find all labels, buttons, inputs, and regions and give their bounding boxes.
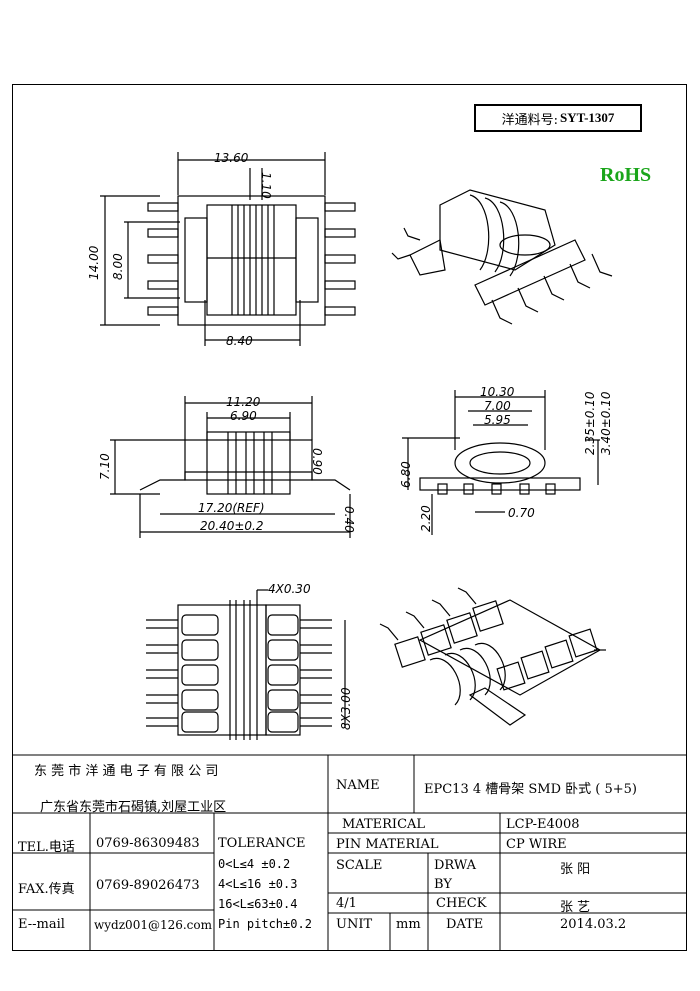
dim-bot-slot: 4X0.30 <box>268 582 311 596</box>
email-value: wydz001@126.com <box>94 918 213 932</box>
dim-top-gap: 1.10 <box>259 172 273 199</box>
company-name: 东 莞 市 洋 通 电 子 有 限 公 司 <box>34 764 219 779</box>
dim-end-w3: 5.95 <box>484 413 511 427</box>
fax-value: 0769-89026473 <box>96 878 200 893</box>
dim-end-pin: 2.20 <box>419 505 433 532</box>
end-view: 10.30 7.00 5.95 2.35±0.10 3.40±0.10 6.80… <box>399 385 613 535</box>
technical-drawing: 13.60 1.10 14.00 8.00 <box>87 151 613 740</box>
scale-value: 4/1 <box>336 896 357 911</box>
dim-top-inner: 8.00 <box>111 253 125 280</box>
dim-side-w1: 11.20 <box>226 395 261 409</box>
top-view: 13.60 1.10 14.00 8.00 <box>87 151 356 348</box>
drawing-frame <box>12 84 687 951</box>
unit-value: mm <box>396 917 421 932</box>
dim-side-thk: 0.40 <box>342 506 356 533</box>
name-label: NAME <box>336 778 380 793</box>
iso-view-bottom <box>379 587 606 726</box>
dim-side-ref: 17.20(REF) <box>198 501 265 515</box>
tolerance-row-4: Pin pitch±0.2 <box>218 917 312 931</box>
drawn-by-value: 张 阳 <box>560 862 591 877</box>
part-number-box: 洋通料号: SYT-1307 <box>474 104 642 132</box>
dim-end-h2: 3.40±0.10 <box>599 391 613 455</box>
tolerance-row-1: 0<L≤4 ±0.2 <box>218 857 291 871</box>
tolerance-row-2: 4<L≤16 ±0.3 <box>218 877 298 891</box>
pin-material-value: CP WIRE <box>506 837 567 852</box>
dim-side-h: 7.10 <box>98 453 112 480</box>
name-value: EPC13 4 槽骨架 SMD 卧式 ( 5+5) <box>424 782 638 797</box>
part-number-code: SYT-1307 <box>559 110 615 125</box>
pin-material-label: PIN MATERIAL <box>336 837 439 852</box>
material-label: MATERICAL <box>342 817 426 832</box>
side-view: 11.20 6.90 7.10 0.90 17.20(REF) 20.40±0.… <box>98 395 356 538</box>
date-label: DATE <box>446 917 484 932</box>
tel-label: TEL.电话 <box>18 840 75 855</box>
tolerance-label: TOLERANCE <box>218 836 306 851</box>
fax-label: FAX.传真 <box>18 882 75 897</box>
email-label: E--mail <box>18 917 65 932</box>
dim-end-w1: 10.30 <box>480 385 515 399</box>
unit-label: UNIT <box>336 917 373 932</box>
dim-end-h: 6.80 <box>399 461 413 488</box>
check-label: CHECK <box>436 896 487 911</box>
company-address: 广东省东莞市石碣镇,刘屋工业区 <box>40 800 227 815</box>
dim-bot-pitch: 8X3.00 <box>339 687 353 730</box>
dim-top-width: 13.60 <box>214 151 249 165</box>
dim-end-h1: 2.35±0.10 <box>583 391 597 455</box>
date-value: 2014.03.2 <box>560 917 627 932</box>
iso-view-top <box>391 189 613 325</box>
drawn-by-label-2: BY <box>434 877 452 892</box>
scale-label: SCALE <box>336 858 383 873</box>
tel-value: 0769-86309483 <box>96 836 200 851</box>
dim-top-height: 14.00 <box>87 245 101 280</box>
material-value: LCP-E4008 <box>506 817 580 832</box>
drawn-by-label: DRWA <box>434 858 477 873</box>
dim-side-foot: 0.90 <box>310 448 324 475</box>
dim-end-pinw: 0.70 <box>508 506 535 520</box>
check-value: 张 艺 <box>560 900 591 915</box>
rohs-mark: RoHS <box>600 164 652 186</box>
dim-side-total: 20.40±0.2 <box>200 519 264 533</box>
part-number-label: 洋通料号: <box>501 112 558 128</box>
dim-side-w2: 6.90 <box>230 409 257 423</box>
bottom-view: 4X0.30 8X3.00 <box>146 582 353 740</box>
tolerance-row-3: 16<L≤63±0.4 <box>218 897 298 911</box>
dim-end-w2: 7.00 <box>484 399 511 413</box>
dim-top-bottom: 8.40 <box>226 334 253 348</box>
